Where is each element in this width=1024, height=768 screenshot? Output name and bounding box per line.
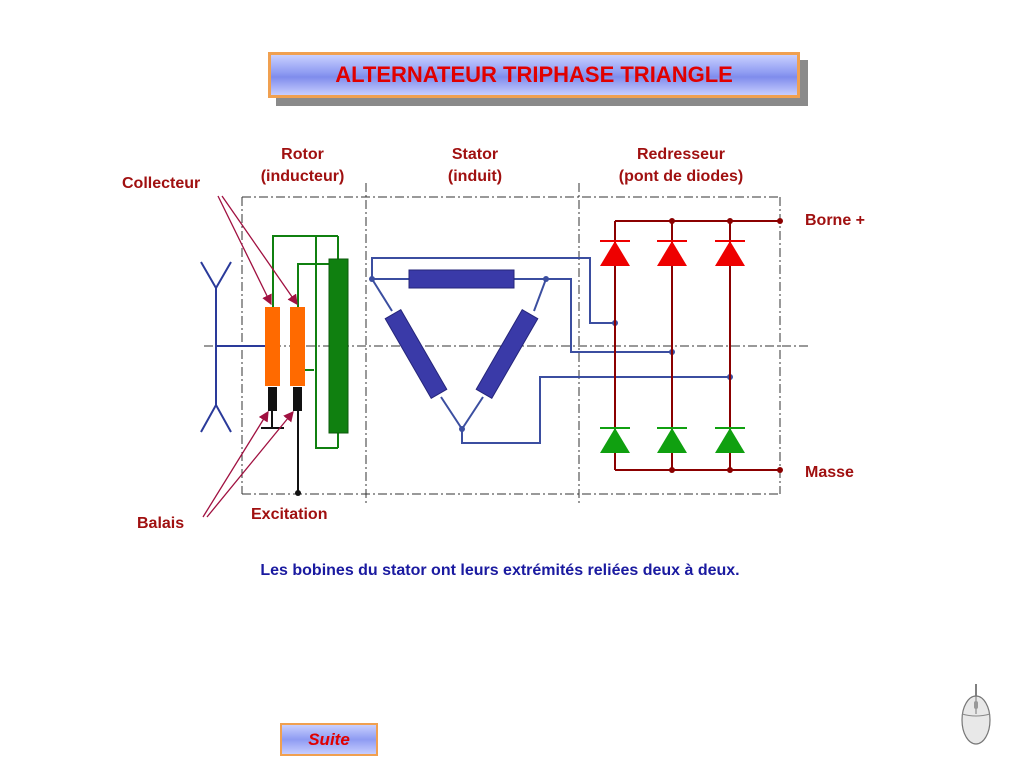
borne-plus-label: Borne + (805, 212, 866, 229)
terminal-masse (777, 467, 783, 473)
rotor (265, 235, 349, 449)
diode-negative-1 (600, 427, 630, 453)
stator (369, 269, 549, 432)
redresseur-label: Redresseur (pont de diodes) (596, 144, 766, 188)
stator-label-line2: (induit) (447, 168, 503, 185)
redresseur-label-line1: Redresseur (636, 146, 726, 163)
diode-negative-2 (657, 427, 687, 453)
diode-positive-3 (715, 240, 745, 266)
rotor-label: Rotor (inducteur) (245, 144, 360, 188)
stator-coil-top (408, 269, 515, 289)
rotor-wire-mid (297, 263, 338, 308)
collecteur-arrow-1 (217, 195, 272, 306)
stator-coil-right (475, 308, 539, 400)
stator-label: Stator (induit) (420, 144, 530, 188)
rotor-coil (328, 258, 349, 434)
diode-positive-2 (657, 240, 687, 266)
rotor-label-line1: Rotor (281, 146, 324, 163)
collector-ring-1 (265, 307, 280, 386)
excitation-terminal (295, 490, 301, 496)
stator-label-line1: Stator (451, 146, 499, 163)
caption: Les bobines du stator ont leurs extrémit… (260, 562, 740, 579)
balais-arrow-1 (202, 410, 269, 518)
excitation-label: Excitation (251, 506, 328, 523)
diode-positive-1 (600, 240, 630, 266)
rotor-label-line2: (inducteur) (260, 168, 345, 185)
rotor-wire-top (272, 235, 338, 449)
redresseur-label-line2: (pont de diodes) (618, 168, 744, 185)
suite-button[interactable]: Suite (280, 723, 378, 756)
diode-negative-3 (715, 427, 745, 453)
excitation-wiring (261, 411, 299, 493)
collector-ring-2 (290, 307, 305, 386)
masse-label: Masse (805, 464, 854, 481)
page-title: ALTERNATEUR TRIPHASE TRIANGLE (268, 52, 800, 98)
brush-2 (293, 387, 302, 411)
mouse-icon[interactable] (956, 684, 996, 748)
pointer-arrows (202, 195, 298, 518)
terminal-borne-plus (777, 218, 783, 224)
stator-coil-left (384, 308, 448, 400)
pulley-symbol (200, 261, 266, 433)
collecteur-label: Collecteur (122, 175, 201, 192)
diode-bridge (600, 218, 783, 473)
collecteur-arrow-2 (221, 195, 298, 306)
brush-1 (268, 387, 277, 411)
phase-wires (371, 257, 730, 444)
balais-label: Balais (137, 515, 185, 532)
balais-arrow-2 (206, 410, 294, 518)
